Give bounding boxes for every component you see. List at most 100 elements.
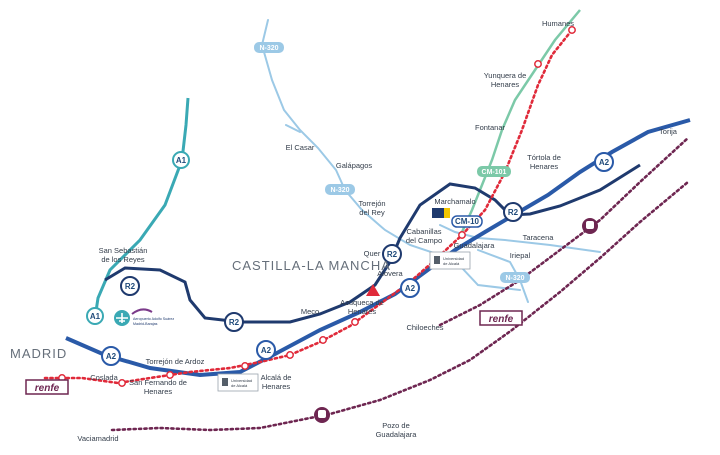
svg-text:Yunquera de: Yunquera de — [484, 71, 527, 80]
svg-text:Torrejón de Ardoz: Torrejón de Ardoz — [146, 357, 205, 366]
university-logo-guadalajara: Universidad de Alcalá — [429, 251, 471, 270]
shield-a2-west: A2 — [101, 346, 121, 366]
svg-text:Galápagos: Galápagos — [336, 161, 373, 170]
svg-text:A1: A1 — [90, 312, 101, 321]
svg-text:Henares: Henares — [491, 80, 520, 89]
shield-r2-west: R2 — [120, 276, 140, 296]
shield-r2-quer: R2 — [382, 244, 402, 264]
shield-n320-mid: N-320 — [325, 184, 355, 195]
parking-icon — [432, 208, 444, 218]
shield-n320-north: N-320 — [254, 42, 284, 53]
svg-text:Torrejón: Torrejón — [358, 199, 385, 208]
station-alcala-1 — [241, 362, 249, 370]
airport-logo: Aeropuerto Adolfo Suárez Madrid-Barajas — [114, 308, 174, 326]
svg-text:Universidad: Universidad — [443, 256, 464, 261]
svg-text:R2: R2 — [387, 250, 398, 259]
region-castilla: CASTILLA-LA MANCHA — [232, 258, 391, 273]
svg-text:Cabanillas: Cabanillas — [406, 227, 441, 236]
svg-text:Meco: Meco — [301, 307, 319, 316]
svg-text:CM-10: CM-10 — [455, 217, 480, 226]
svg-text:A2: A2 — [261, 346, 272, 355]
renfe-logo-west: renfe — [25, 379, 69, 395]
svg-text:CM-101: CM-101 — [482, 169, 507, 176]
svg-text:Henares: Henares — [530, 162, 559, 171]
shield-r2-east: R2 — [503, 202, 523, 222]
road-a1 — [93, 97, 190, 319]
svg-text:Henares: Henares — [262, 382, 291, 391]
svg-text:Marchamalo: Marchamalo — [434, 197, 475, 206]
airport-swoosh-icon — [131, 308, 153, 315]
svg-text:Coslada: Coslada — [90, 373, 118, 382]
road-cm101 — [460, 9, 581, 233]
shield-cm101: CM-101 — [477, 166, 511, 177]
poi-icon — [366, 284, 380, 296]
university-logo-alcala: Universidad de Alcalá — [217, 373, 259, 392]
svg-text:Iriepal: Iriepal — [510, 251, 531, 260]
road-cabanillas — [439, 224, 601, 253]
svg-text:N-320: N-320 — [330, 187, 349, 194]
svg-text:A2: A2 — [599, 158, 610, 167]
svg-text:Alcalá de: Alcalá de — [261, 373, 292, 382]
shield-n320-south: N-320 — [500, 272, 530, 283]
rail-purple-north — [438, 136, 690, 327]
station-meco — [319, 336, 327, 344]
svg-text:Universidad: Universidad — [231, 378, 252, 383]
svg-text:Torija: Torija — [659, 127, 678, 136]
svg-text:Fontanar: Fontanar — [475, 123, 506, 132]
road-el-casar — [285, 124, 301, 133]
svg-text:Quer: Quer — [364, 249, 381, 258]
svg-text:Chiloeches: Chiloeches — [406, 323, 443, 332]
svg-text:Azuqueca de: Azuqueca de — [340, 298, 384, 307]
svg-text:Guadalajara: Guadalajara — [376, 430, 418, 439]
svg-text:renfe: renfe — [489, 314, 514, 325]
station-azuqueca — [351, 318, 359, 326]
svg-text:R2: R2 — [229, 318, 240, 327]
svg-text:del Rey: del Rey — [359, 208, 385, 217]
svg-text:R2: R2 — [125, 282, 136, 291]
svg-text:Vaciamadrid: Vaciamadrid — [77, 434, 118, 443]
svg-text:A1: A1 — [176, 156, 187, 165]
svg-text:de los Reyes: de los Reyes — [101, 255, 145, 264]
road-shields: A1 A1 R2 R2 R2 R2 A2 A2 — [86, 42, 614, 366]
university-crest-icon — [222, 378, 228, 386]
station-torrejon — [166, 371, 174, 379]
svg-text:Henares: Henares — [348, 307, 377, 316]
road-iriepal — [477, 249, 529, 303]
svg-text:A2: A2 — [106, 352, 117, 361]
svg-text:San Sebastián: San Sebastián — [99, 246, 148, 255]
svg-text:El Casar: El Casar — [286, 143, 315, 152]
svg-text:Aeropuerto Adolfo Suárez: Aeropuerto Adolfo Suárez — [133, 317, 174, 321]
svg-text:de Alcalá: de Alcalá — [231, 383, 248, 388]
svg-text:Guadalajara: Guadalajara — [454, 241, 496, 250]
shield-a2-azuqueca: A2 — [400, 278, 420, 298]
svg-text:San Fernando de: San Fernando de — [129, 378, 187, 387]
rail-red — [43, 28, 574, 385]
shield-cm10: CM-10 — [451, 215, 483, 228]
svg-text:Henares: Henares — [144, 387, 173, 396]
svg-text:R2: R2 — [508, 208, 519, 217]
svg-text:Taracena: Taracena — [523, 233, 555, 242]
park-logo — [432, 208, 450, 218]
town-labels: Humanes Yunquera de Henares Fontanar El … — [77, 19, 677, 443]
shield-a2-east: A2 — [594, 152, 614, 172]
shield-a1-south: A1 — [86, 307, 104, 325]
rail-red-stations — [58, 26, 576, 387]
renfe-logo-east: renfe — [479, 310, 523, 326]
rail-purple-south — [110, 180, 690, 432]
svg-text:de Alcalá: de Alcalá — [443, 261, 460, 266]
shield-a2-alcala: A2 — [256, 340, 276, 360]
svg-text:del Campo: del Campo — [406, 236, 442, 245]
svg-text:Humanes: Humanes — [542, 19, 574, 28]
station-alcala-2 — [286, 351, 294, 359]
high-speed-stations — [314, 218, 598, 423]
shield-a1-north: A1 — [172, 151, 190, 169]
svg-text:Alovera: Alovera — [377, 269, 403, 278]
svg-text:Tórtola de: Tórtola de — [527, 153, 561, 162]
svg-text:Pozo de: Pozo de — [382, 421, 410, 430]
svg-text:N-320: N-320 — [505, 275, 524, 282]
station-san-fernando — [118, 379, 126, 387]
shield-r2-south: R2 — [224, 312, 244, 332]
svg-text:A2: A2 — [405, 284, 416, 293]
